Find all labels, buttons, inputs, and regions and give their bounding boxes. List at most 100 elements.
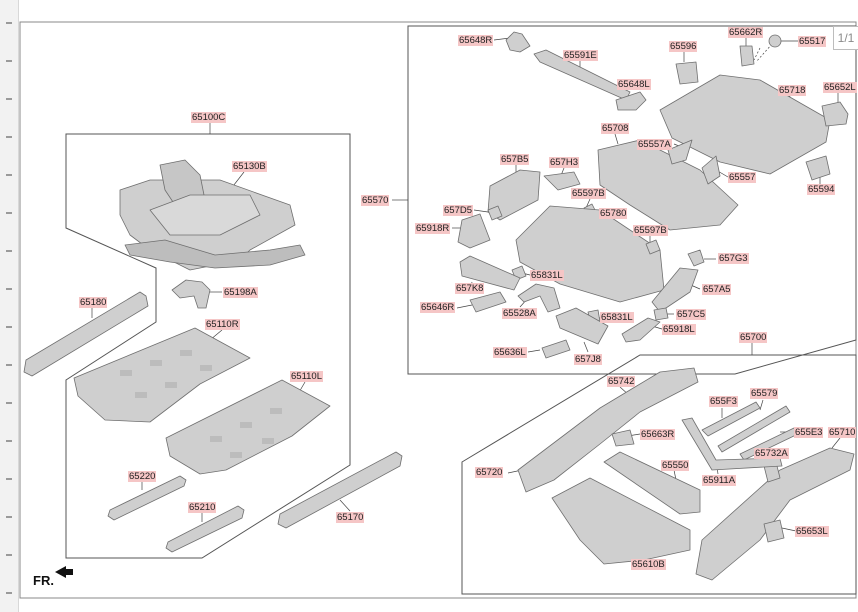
part-drawings bbox=[23, 31, 855, 581]
part-label-657h3[interactable]: 657H3 bbox=[549, 157, 579, 168]
part-label-65557a[interactable]: 65557A bbox=[637, 139, 672, 150]
part-label-65570[interactable]: 65570 bbox=[361, 195, 390, 206]
part-label-65636l[interactable]: 65636L bbox=[493, 347, 527, 358]
part-label-65130b[interactable]: 65130B bbox=[232, 161, 267, 172]
part-label-65100c[interactable]: 65100C bbox=[191, 112, 227, 123]
part-shape-657j8 bbox=[555, 307, 609, 345]
part-label-65911a[interactable]: 65911A bbox=[702, 475, 737, 486]
part-label-65648r[interactable]: 65648R bbox=[458, 35, 494, 46]
part-label-65742[interactable]: 65742 bbox=[607, 376, 636, 387]
part-shape-65170 bbox=[277, 451, 403, 529]
part-shape-65742 bbox=[517, 367, 699, 493]
gutter-mark bbox=[6, 98, 12, 100]
part-shape-65557 bbox=[701, 155, 721, 185]
part-label-65648l[interactable]: 65648L bbox=[617, 79, 651, 90]
part-shape-657g3 bbox=[687, 249, 705, 267]
part-shape-65652l bbox=[821, 101, 849, 127]
part-label-65528a[interactable]: 65528A bbox=[502, 308, 537, 319]
part-label-65198a[interactable]: 65198A bbox=[223, 287, 258, 298]
gutter-mark bbox=[6, 478, 12, 480]
part-shape-65220 bbox=[107, 475, 187, 521]
part-label-65170[interactable]: 65170 bbox=[336, 512, 365, 523]
part-label-65550[interactable]: 65550 bbox=[661, 460, 690, 471]
part-label-65710[interactable]: 65710 bbox=[828, 427, 857, 438]
part-shape-65579 bbox=[717, 405, 791, 453]
part-label-65662r[interactable]: 65662R bbox=[728, 27, 764, 38]
part-label-65594[interactable]: 65594 bbox=[807, 184, 836, 195]
part-label-65653l[interactable]: 65653L bbox=[795, 526, 829, 537]
part-label-657c5[interactable]: 657C5 bbox=[676, 309, 706, 320]
part-label-65718[interactable]: 65718 bbox=[778, 85, 807, 96]
part-shape-65610b bbox=[551, 477, 691, 565]
part-shape-65648r bbox=[505, 31, 531, 53]
part-shape-65653l bbox=[763, 519, 785, 543]
part-label-65597b-2[interactable]: 65597B bbox=[633, 225, 668, 236]
part-shape-65648l bbox=[615, 91, 647, 111]
part-shape-657b5 bbox=[487, 169, 541, 221]
part-label-657b5[interactable]: 657B5 bbox=[500, 154, 530, 165]
part-label-65180[interactable]: 65180 bbox=[79, 297, 108, 308]
part-label-65708[interactable]: 65708 bbox=[601, 123, 630, 134]
part-label-657k8[interactable]: 657K8 bbox=[455, 283, 485, 294]
part-shape-65110r bbox=[73, 327, 251, 423]
part-label-65720[interactable]: 65720 bbox=[475, 467, 504, 478]
part-label-657a5[interactable]: 657A5 bbox=[702, 284, 732, 295]
part-label-657d5[interactable]: 657D5 bbox=[443, 205, 473, 216]
gutter-mark bbox=[6, 288, 12, 290]
gutter-mark bbox=[6, 326, 12, 328]
part-label-657g3[interactable]: 657G3 bbox=[718, 253, 749, 264]
gutter-mark bbox=[6, 250, 12, 252]
gutter-mark bbox=[6, 516, 12, 518]
part-label-65591e[interactable]: 65591E bbox=[563, 50, 598, 61]
direction-label: FR. bbox=[33, 573, 54, 588]
part-label-65110r[interactable]: 65110R bbox=[205, 319, 240, 330]
part-label-65780[interactable]: 65780 bbox=[599, 208, 628, 219]
part-label-65918r[interactable]: 65918R bbox=[415, 223, 451, 234]
part-shape-657c5 bbox=[653, 307, 669, 321]
part-label-65110l[interactable]: 65110L bbox=[290, 371, 323, 382]
part-shape-65550 bbox=[603, 451, 701, 515]
part-label-65652l[interactable]: 65652L bbox=[823, 82, 857, 93]
part-label-65663r[interactable]: 65663R bbox=[640, 429, 676, 440]
part-label-65596[interactable]: 65596 bbox=[669, 41, 698, 52]
gutter-mark bbox=[6, 554, 12, 556]
part-shape-657d5 bbox=[487, 205, 503, 221]
part-shape-65663r bbox=[611, 429, 635, 447]
gutter-mark bbox=[6, 136, 12, 138]
part-shape-65708 bbox=[597, 139, 739, 231]
part-label-65732a[interactable]: 65732A bbox=[754, 448, 789, 459]
gutter-mark bbox=[6, 364, 12, 366]
part-label-65918l[interactable]: 65918L bbox=[662, 324, 696, 335]
part-shape-65517 bbox=[768, 34, 782, 48]
part-label-65831l-2[interactable]: 65831L bbox=[600, 312, 634, 323]
gutter-mark bbox=[6, 440, 12, 442]
part-shape-65528a bbox=[517, 283, 561, 313]
part-label-65517[interactable]: 65517 bbox=[798, 36, 827, 47]
part-shape-655f3 bbox=[701, 401, 761, 437]
part-shape-65210 bbox=[165, 505, 245, 553]
part-label-65831l[interactable]: 65831L bbox=[530, 270, 564, 281]
part-label-65700[interactable]: 65700 bbox=[739, 332, 768, 343]
page-indicator: 1/1 bbox=[833, 26, 858, 50]
part-label-655e3[interactable]: 655E3 bbox=[794, 427, 824, 438]
part-shape-65646r bbox=[469, 291, 507, 313]
part-label-65610b[interactable]: 65610B bbox=[631, 559, 666, 570]
part-shape-65662r bbox=[739, 45, 755, 67]
part-shape-65596 bbox=[675, 61, 699, 85]
part-label-65210[interactable]: 65210 bbox=[188, 502, 217, 513]
part-label-65557[interactable]: 65557 bbox=[728, 172, 757, 183]
part-shape-65594 bbox=[805, 155, 831, 181]
group-frame-65700 bbox=[461, 354, 857, 595]
part-label-65220[interactable]: 65220 bbox=[128, 471, 157, 482]
part-label-65646r[interactable]: 65646R bbox=[420, 302, 456, 313]
part-label-65597b[interactable]: 65597B bbox=[571, 188, 606, 199]
part-shape-65180 bbox=[23, 291, 149, 377]
left-gutter bbox=[0, 0, 19, 612]
part-label-655f3[interactable]: 655F3 bbox=[709, 396, 738, 407]
part-label-65579[interactable]: 65579 bbox=[750, 388, 779, 399]
gutter-mark bbox=[6, 212, 12, 214]
part-shape-65710 bbox=[695, 447, 855, 581]
part-label-657j8[interactable]: 657J8 bbox=[574, 354, 602, 365]
group-frame-65570 bbox=[407, 25, 857, 375]
